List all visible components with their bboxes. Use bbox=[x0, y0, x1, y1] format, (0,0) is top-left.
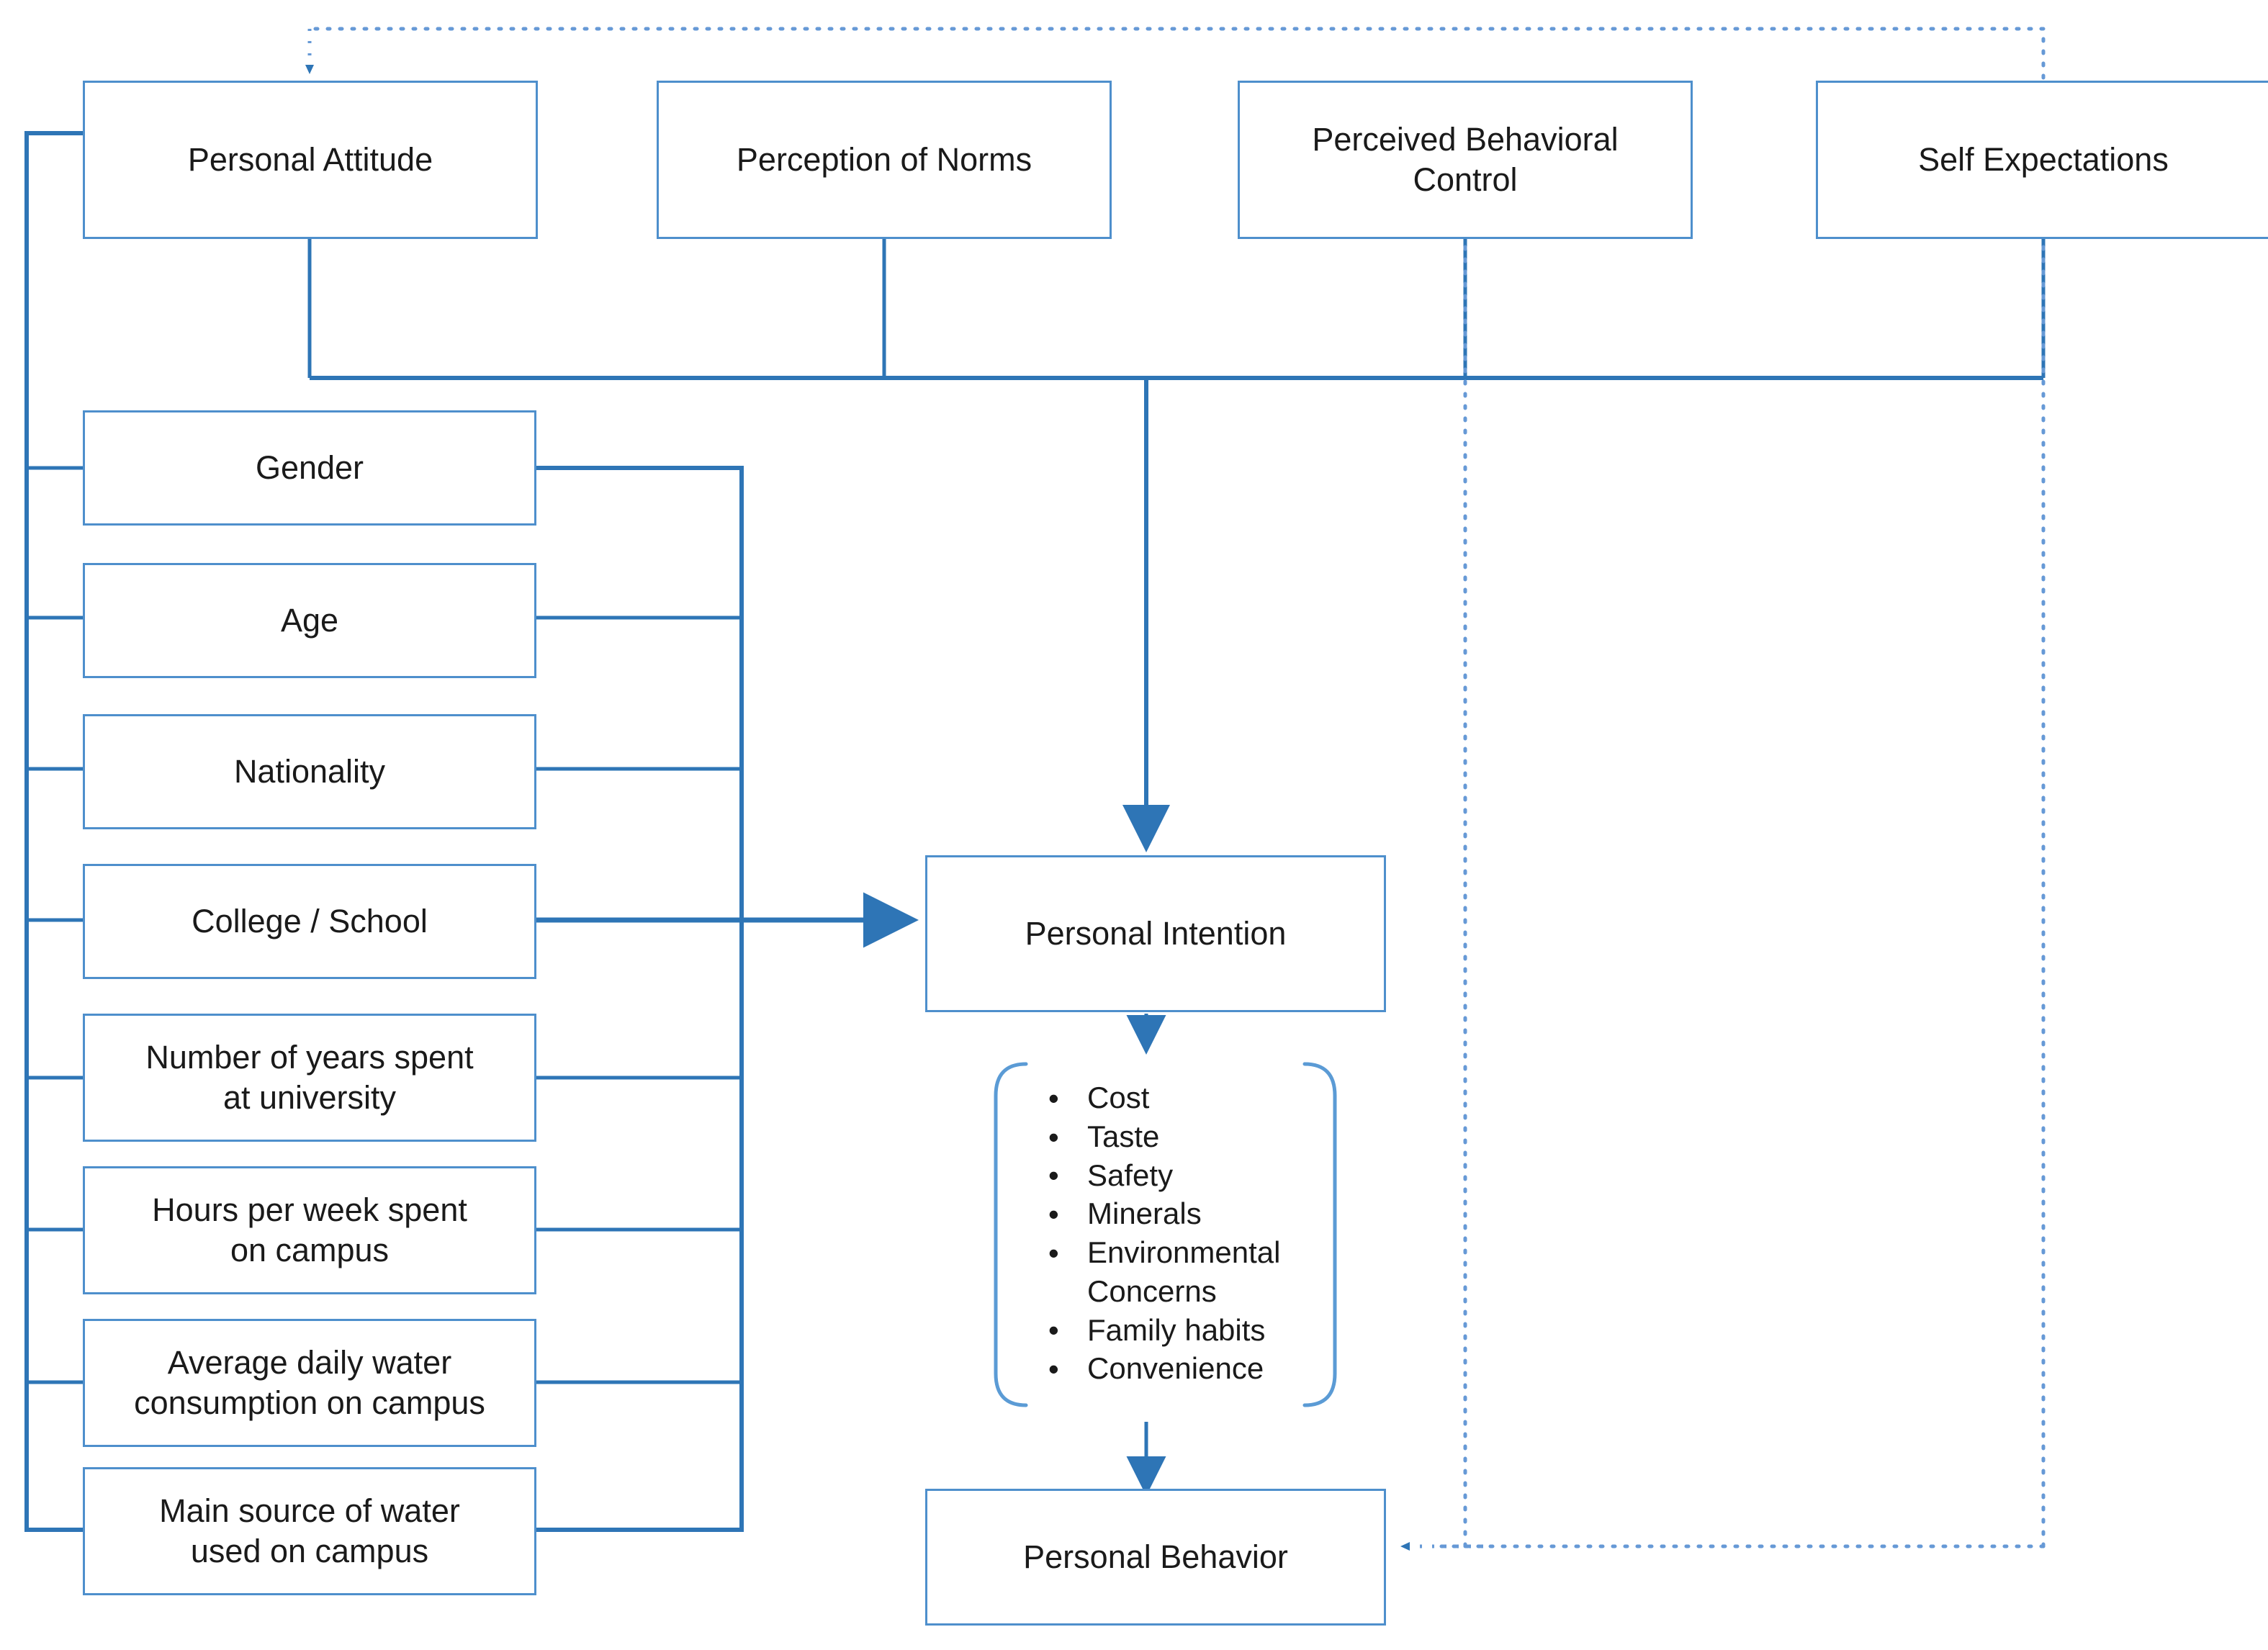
list-item-label: Safety bbox=[1087, 1158, 1174, 1192]
wire-left-bus bbox=[24, 131, 83, 1532]
node-label: Perception of Norms bbox=[736, 140, 1032, 178]
list-item-label: Environmental Concerns bbox=[1087, 1235, 1281, 1308]
list-item-label: Family habits bbox=[1087, 1312, 1266, 1347]
list-item-label: Taste bbox=[1087, 1119, 1160, 1153]
factor-list-items: • Cost • Taste • Safety • Minerals • Env… bbox=[1045, 1078, 1325, 1388]
node-label: College / School bbox=[192, 902, 428, 939]
node-label: Age bbox=[280, 601, 339, 639]
list-item-label: Minerals bbox=[1087, 1196, 1202, 1231]
node-nationality[interactable]: Nationality bbox=[83, 714, 536, 829]
bullet-glyph: • bbox=[1048, 1119, 1059, 1154]
node-age[interactable]: Age bbox=[83, 563, 536, 678]
factor-list: • Cost • Taste • Safety • Minerals • Env… bbox=[1008, 1078, 1325, 1388]
node-hours-per-week-on-campus[interactable]: Hours per week spent on campus bbox=[83, 1166, 536, 1294]
node-gender[interactable]: Gender bbox=[83, 410, 536, 526]
node-label: Hours per week spent on campus bbox=[152, 1191, 467, 1268]
list-item: • Environmental Concerns bbox=[1045, 1233, 1325, 1311]
node-self-expectations[interactable]: Self Expectations bbox=[1816, 81, 2268, 239]
list-item: • Cost bbox=[1045, 1078, 1325, 1117]
bullet-glyph: • bbox=[1048, 1235, 1059, 1270]
node-label: Perceived Behavioral Control bbox=[1312, 120, 1619, 198]
node-college-school[interactable]: College / School bbox=[83, 864, 536, 979]
node-label: Personal Behavior bbox=[1023, 1538, 1288, 1575]
node-personal-behavior[interactable]: Personal Behavior bbox=[925, 1489, 1386, 1626]
list-item: • Safety bbox=[1045, 1156, 1325, 1195]
node-label: Average daily water consumption on campu… bbox=[134, 1343, 485, 1421]
node-label: Nationality bbox=[233, 752, 386, 790]
node-label: Personal Intention bbox=[1025, 914, 1287, 952]
list-item-label: Cost bbox=[1087, 1081, 1150, 1114]
node-avg-daily-water-consumption[interactable]: Average daily water consumption on campu… bbox=[83, 1319, 536, 1447]
bullet-glyph: • bbox=[1048, 1313, 1059, 1348]
node-perception-of-norms[interactable]: Perception of Norms bbox=[657, 81, 1112, 239]
node-perceived-behavioral-control[interactable]: Perceived Behavioral Control bbox=[1238, 81, 1693, 239]
node-years-at-university[interactable]: Number of years spent at university bbox=[83, 1014, 536, 1142]
node-label: Number of years spent at university bbox=[145, 1038, 474, 1116]
list-item-label: Convenience bbox=[1087, 1351, 1264, 1386]
bullet-glyph: • bbox=[1048, 1352, 1059, 1387]
node-label: Main source of water used on campus bbox=[159, 1492, 460, 1569]
bullet-glyph: • bbox=[1048, 1081, 1059, 1115]
list-item: • Family habits bbox=[1045, 1311, 1325, 1350]
list-item: • Convenience bbox=[1045, 1349, 1325, 1388]
bullet-glyph: • bbox=[1048, 1197, 1059, 1232]
node-personal-intention[interactable]: Personal Intention bbox=[925, 855, 1386, 1012]
node-label: Self Expectations bbox=[1918, 140, 2169, 178]
bullet-glyph: • bbox=[1048, 1158, 1059, 1193]
wire-right-bus bbox=[536, 466, 744, 1532]
node-label: Personal Attitude bbox=[187, 140, 433, 178]
node-label: Gender bbox=[255, 448, 364, 486]
list-item: • Minerals bbox=[1045, 1194, 1325, 1233]
list-item: • Taste bbox=[1045, 1117, 1325, 1156]
node-personal-attitude[interactable]: Personal Attitude bbox=[83, 81, 538, 239]
node-main-source-of-water[interactable]: Main source of water used on campus bbox=[83, 1467, 536, 1595]
